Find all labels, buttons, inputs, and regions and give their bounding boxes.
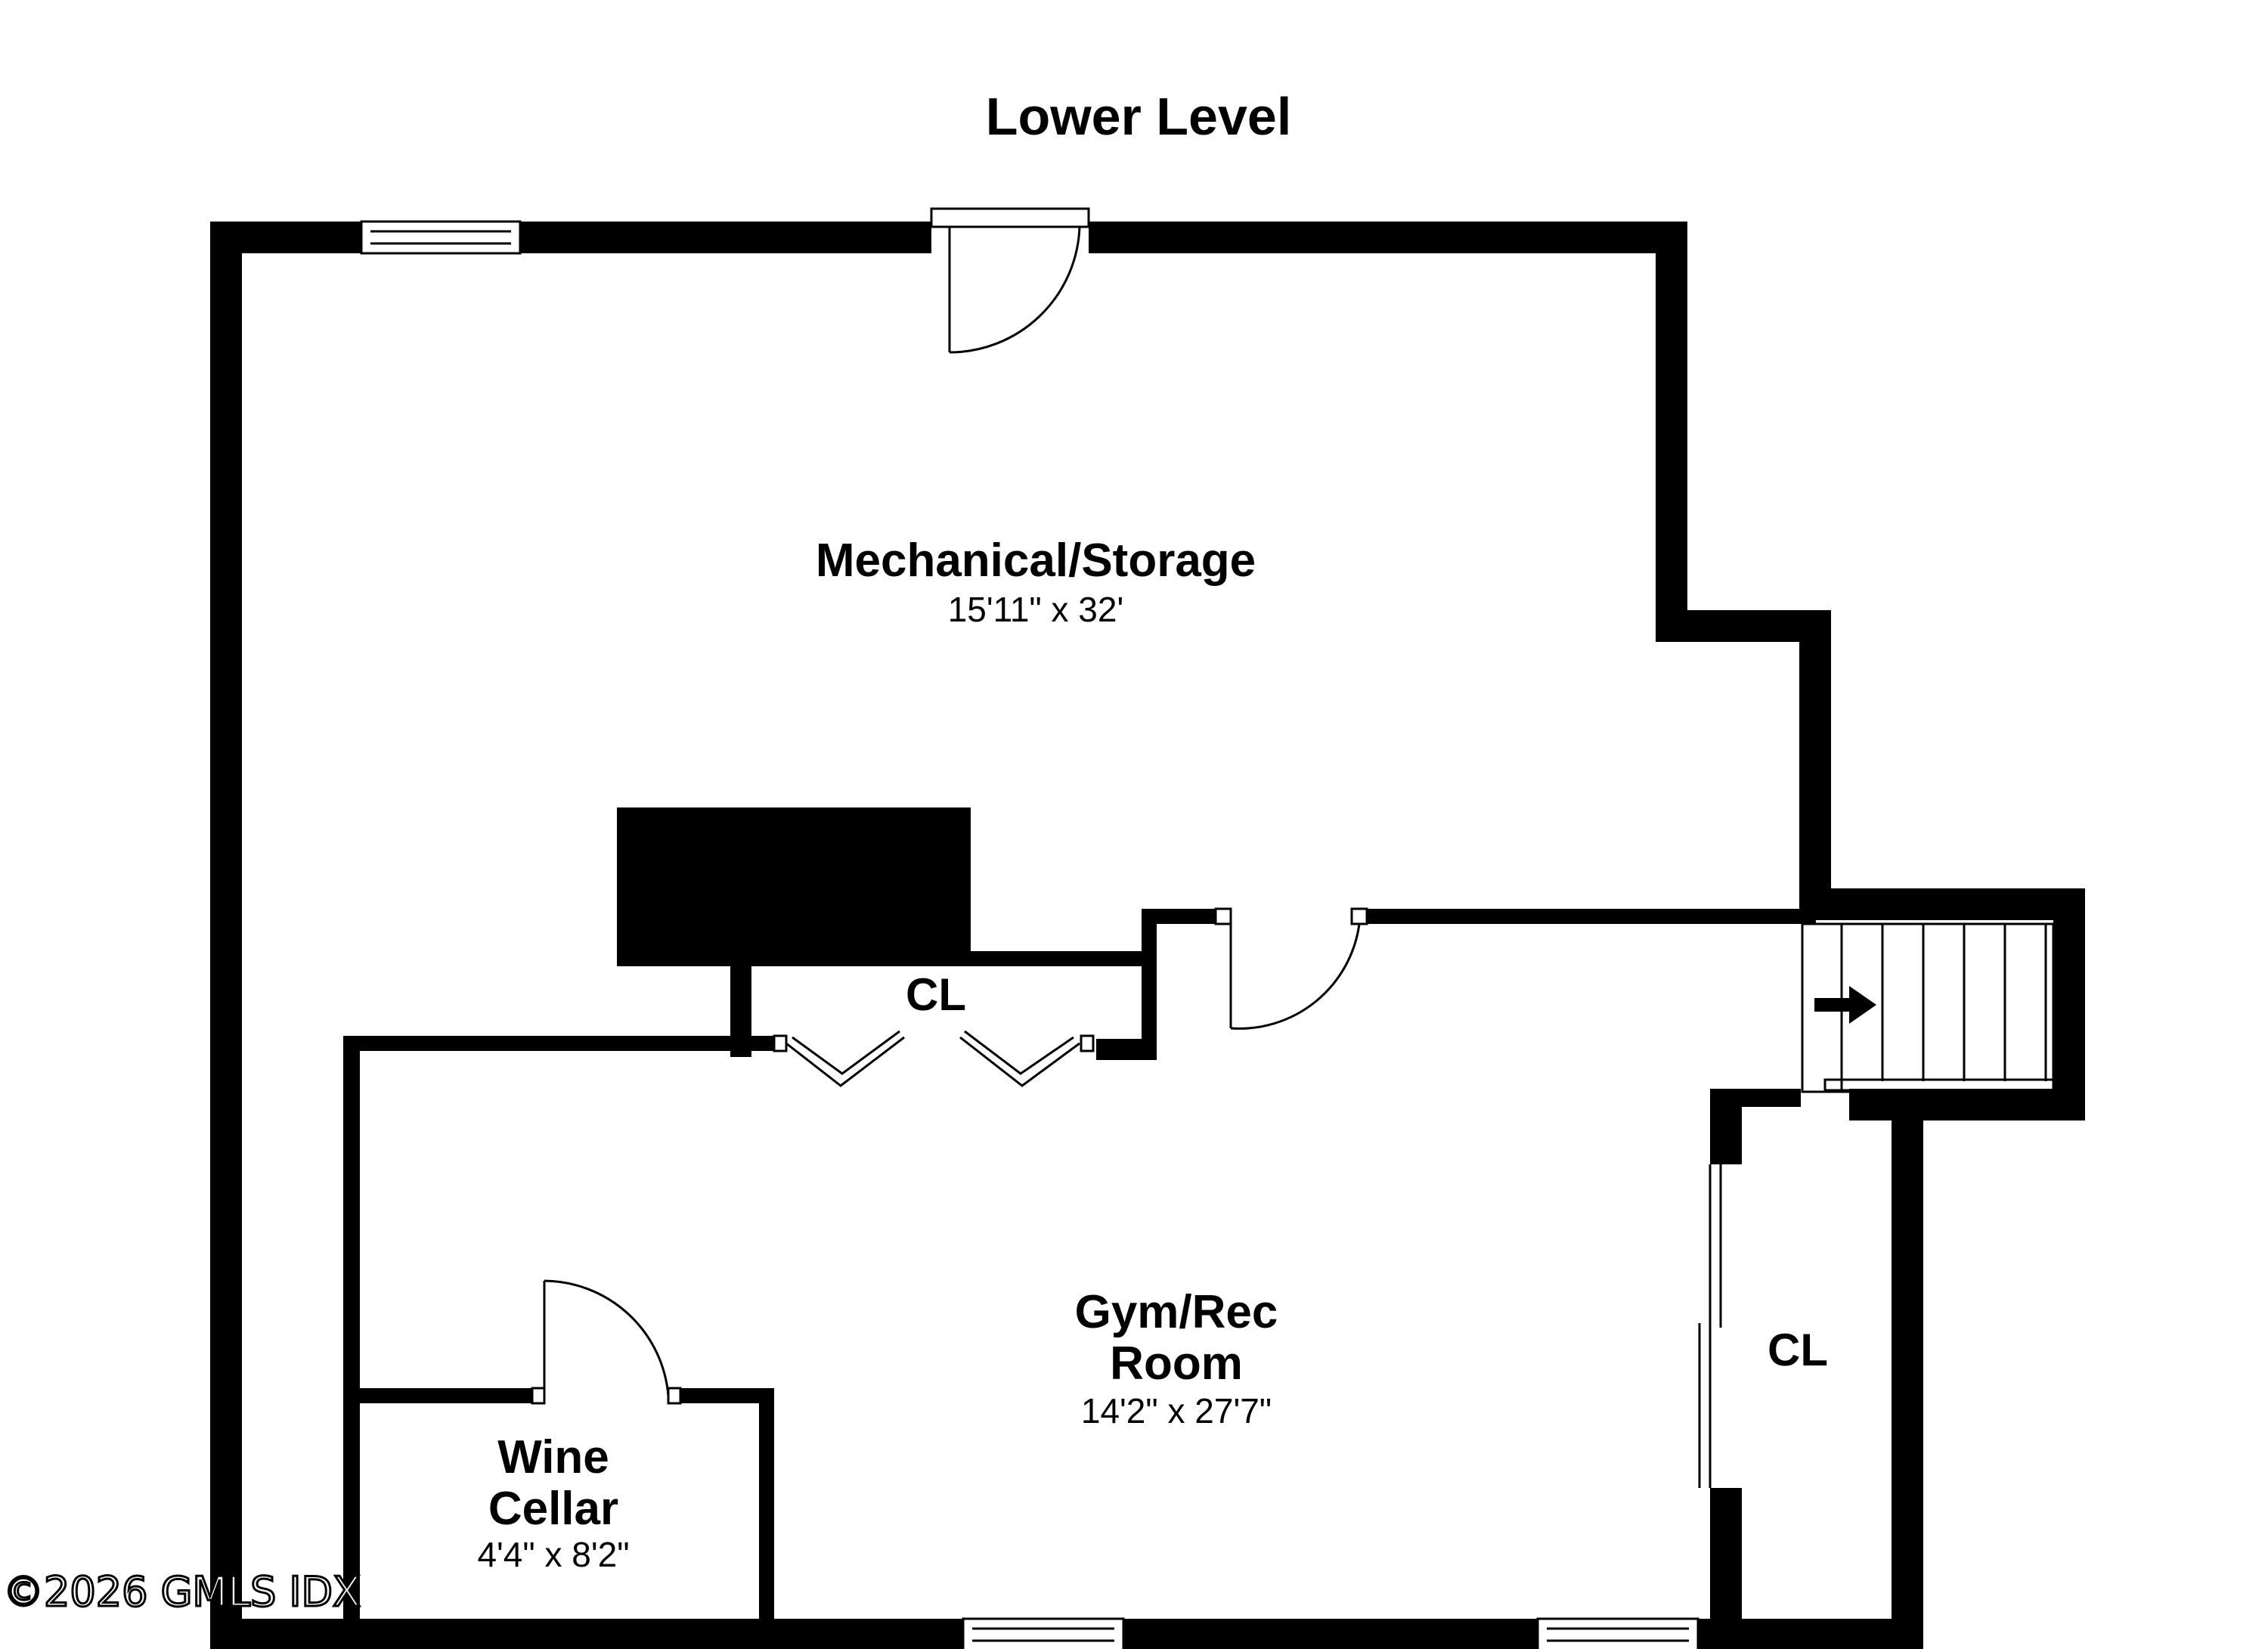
wall-closet-left-bottom xyxy=(1710,1488,1742,1626)
windows xyxy=(360,220,1699,1649)
wall-stair-right xyxy=(2053,888,2085,1121)
wall-mech-south-left xyxy=(1142,909,1231,924)
wall-closet-stub xyxy=(1096,1039,1157,1060)
wall-bottom-left xyxy=(210,1619,963,1649)
room-name-gym-line1: Gym/Rec xyxy=(1075,1286,1278,1338)
wall-wine-north-right xyxy=(680,1388,774,1403)
wall-mech-south xyxy=(1367,909,1816,924)
wall-left xyxy=(210,222,242,1649)
wall-top-middle xyxy=(520,222,931,253)
door-wine xyxy=(531,1279,682,1405)
wall-cl-top xyxy=(971,951,1142,966)
wall-bottom-right xyxy=(1698,1619,1923,1649)
wall-stair-top xyxy=(1799,888,2085,920)
wall-top-right xyxy=(1089,222,1687,253)
wall-wine-east xyxy=(759,1388,774,1623)
wall-right-mid xyxy=(1799,610,1831,920)
wall-right-upper xyxy=(1656,222,1687,642)
wall-gym-north xyxy=(343,1036,774,1051)
wall-bottom-middle xyxy=(1123,1619,1538,1649)
wall-jog xyxy=(1142,909,1157,1060)
door-closet-sliding xyxy=(1698,1164,1722,1488)
room-size-mechanical: 15'11" x 32' xyxy=(948,590,1124,629)
wall-closet-right xyxy=(1892,1104,1923,1649)
room-name-wine-line1: Wine xyxy=(497,1431,609,1483)
wall-closet-top xyxy=(1710,1089,1801,1107)
copyright-watermark: ©2026 GMLS IDX xyxy=(3,1568,361,1616)
room-size-gym: 14'2" x 27'7" xyxy=(1081,1391,1272,1430)
stairs xyxy=(1801,922,2055,1093)
room-name-gym-line2: Room xyxy=(1110,1337,1243,1390)
window-top xyxy=(360,220,522,255)
room-name-wine-line2: Cellar xyxy=(488,1483,618,1535)
wall-wine-north-left xyxy=(343,1388,532,1403)
plan-title: Lower Level xyxy=(986,87,1292,146)
window-bottom-left xyxy=(962,1617,1125,1649)
door-gym xyxy=(1214,907,1368,1030)
closet-label-center: CL xyxy=(906,969,966,1020)
wall-gym-west xyxy=(343,1036,360,1649)
chimney-block xyxy=(617,807,971,966)
doors xyxy=(531,207,1722,1488)
window-bottom-right xyxy=(1536,1617,1699,1649)
door-top xyxy=(930,207,1090,354)
right-arrow-icon xyxy=(1814,986,1876,1024)
door-cl-bifold xyxy=(773,1030,1095,1087)
closet-label-right: CL xyxy=(1768,1325,1828,1375)
wall-stair-bottom xyxy=(1849,1089,2085,1121)
room-name-mechanical: Mechanical/Storage xyxy=(816,535,1256,587)
walls xyxy=(210,222,2085,1649)
room-size-wine: 4'4" x 8'2" xyxy=(477,1535,629,1574)
